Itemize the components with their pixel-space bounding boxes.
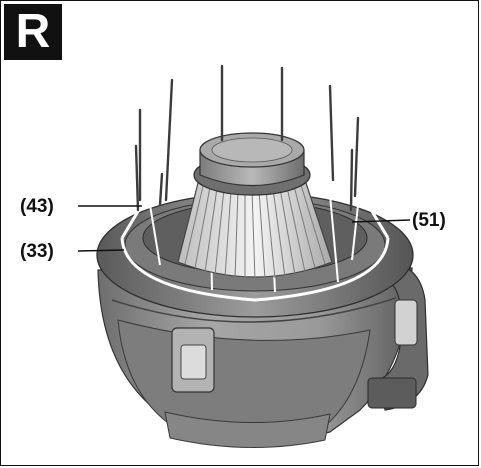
cone-filter [177, 132, 333, 280]
figure-letter-badge: R [4, 4, 62, 60]
callout-51: (51) [412, 210, 446, 231]
guide-rods [134, 64, 360, 212]
callout-33: (33) [20, 241, 54, 262]
callout-43: (43) [20, 196, 54, 217]
callout-leaders [77, 205, 411, 252]
tank-body [97, 261, 429, 449]
